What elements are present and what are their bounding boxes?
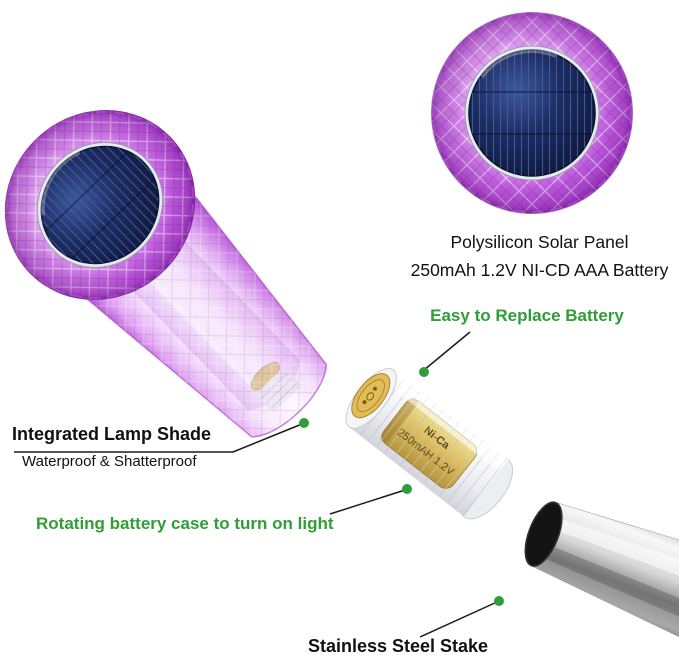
lamp-shade-title: Integrated Lamp Shade — [12, 424, 212, 444]
lamp-shade-callout-dot — [299, 418, 309, 428]
leader-lines — [14, 331, 498, 638]
lamp-assembly — [4, 110, 328, 438]
rotating-case-callout-dot — [402, 484, 412, 494]
lamp-shade-leader-line — [14, 423, 303, 453]
solar-panel-caption-line1: Polysilicon Solar Panel — [450, 232, 629, 252]
callout-dots — [299, 367, 504, 606]
stake-callout-dot — [494, 596, 504, 606]
solar-panel-caption: Polysilicon Solar Panel 250mAh 1.2V NI-C… — [392, 228, 679, 284]
battery-top-cap — [351, 373, 391, 419]
solar-panel-top-icon — [468, 49, 596, 177]
solar-panel-ornament — [430, 11, 634, 215]
lamp-solar-panel-disc — [4, 110, 196, 300]
stake-leader-line — [419, 601, 498, 638]
solar-panel-caption-line2: 250mAh 1.2V NI-CD AAA Battery — [410, 260, 669, 280]
rotating-case-leader-line — [329, 489, 406, 515]
easy-replace-callout-dot — [419, 367, 429, 377]
stake-label: Stainless Steel Stake — [307, 636, 489, 656]
lamp-shade-subtitle: Waterproof & Shatterproof — [22, 453, 197, 470]
steel-stake — [524, 500, 679, 665]
battery-case: Ni-Ca 250mAH 1.2V — [345, 368, 514, 520]
easy-replace-label: Easy to Replace Battery — [430, 306, 624, 325]
rotating-case-label: Rotating battery case to turn on light — [36, 514, 334, 533]
stake-cap — [524, 501, 563, 567]
easy-replace-leader-line — [423, 331, 471, 371]
